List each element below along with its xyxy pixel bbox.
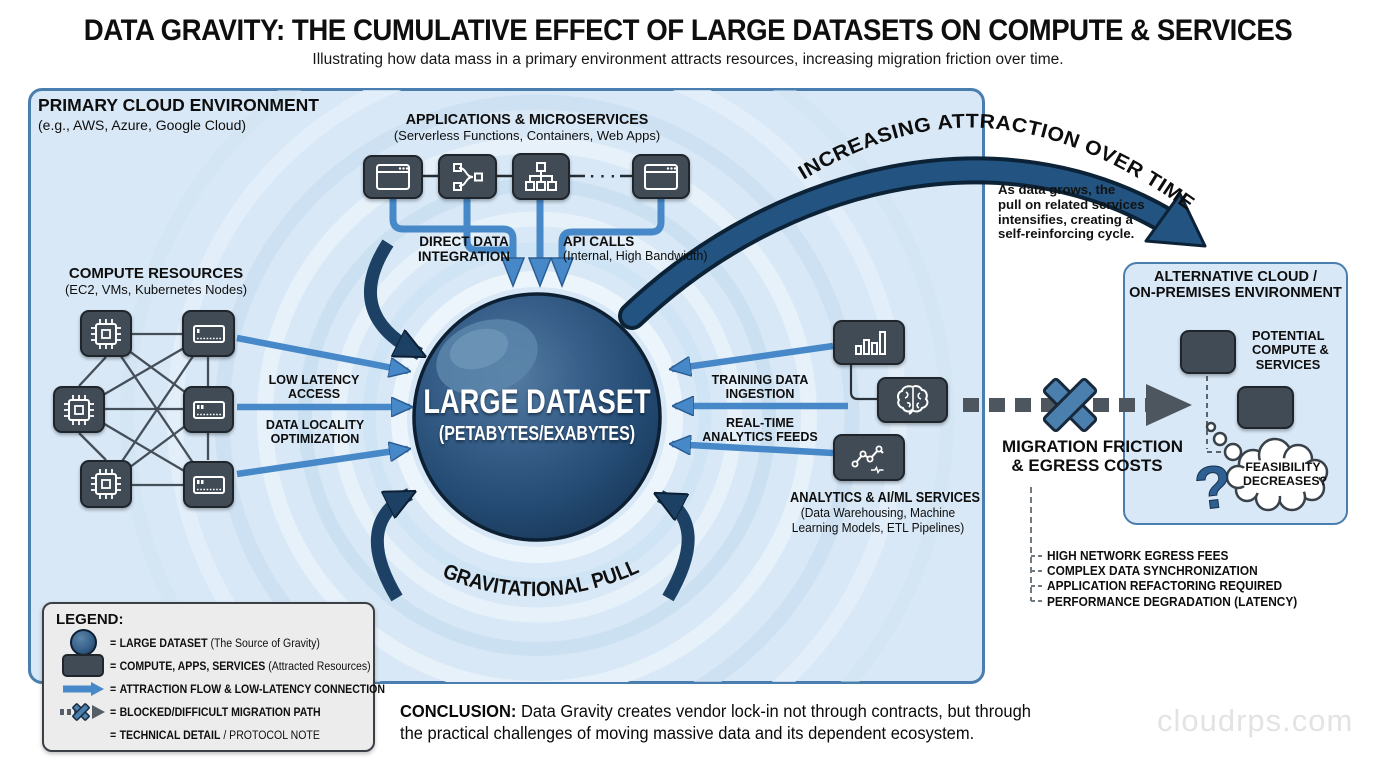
conclusion-label: CONCLUSION: <box>400 701 517 721</box>
page-title: DATA GRAVITY: THE CUMULATIVE EFFECT OF L… <box>83 14 1293 47</box>
compute-box-cpu-2 <box>53 386 105 433</box>
legend-item-compute: =COMPUTE, APPS, SERVICES (Attracted Reso… <box>56 654 371 677</box>
compute-subtitle: (EC2, VMs, Kubernetes Nodes) <box>64 281 248 297</box>
gravity-claw-arrows <box>363 239 695 602</box>
app-box-webapp-1 <box>363 155 423 199</box>
dataset-title: LARGE DATASET <box>423 383 651 421</box>
migration-issue: PERFORMANCE DEGRADATION (LATENCY) <box>1047 594 1298 609</box>
question-mark: ? <box>1191 452 1236 523</box>
migration-issue: APPLICATION REFACTORING REQUIRED <box>1047 579 1283 594</box>
compute-title: COMPUTE RESOURCES <box>68 265 244 282</box>
applications-header: APPLICATIONS & MICROSERVICES (Serverless… <box>377 111 677 144</box>
large-dataset-sphere <box>412 292 662 542</box>
alt-compute-box-2 <box>1237 386 1294 429</box>
services-title: ANALYTICS & AI/ML SERVICES <box>790 490 981 506</box>
potential-compute-label: POTENTIAL COMPUTE & SERVICES <box>1252 328 1329 372</box>
page-subtitle: Illustrating how data mass in a primary … <box>312 51 1064 68</box>
service-box-aiml <box>877 377 948 423</box>
sitemap-icon <box>525 161 557 191</box>
browser-icon <box>644 163 678 190</box>
app-connectors: · · · <box>423 167 632 186</box>
thought-bubble <box>1205 421 1329 512</box>
realtime-analytics-label: REAL-TIME ANALYTICS FEEDS <box>702 416 818 445</box>
blocked-x-icon <box>1042 377 1098 433</box>
api-calls-label: API CALLS (Internal, High Bandwidth) <box>563 234 708 263</box>
dataset-label: LARGE DATASET (PETABYTES/EXABYTES) <box>387 383 687 446</box>
arrow-swatch-icon <box>63 681 104 696</box>
primary-env-subtitle: (e.g., AWS, Azure, Google Cloud) <box>38 117 247 133</box>
low-latency-label: LOW LATENCY ACCESS <box>268 373 360 402</box>
sphere-swatch-icon <box>69 629 97 656</box>
bar-chart-icon <box>855 330 886 355</box>
alt-compute-box-1 <box>1180 330 1236 374</box>
legend-title: LEGEND: <box>56 611 124 628</box>
server-icon <box>192 400 225 419</box>
watermark: cloudrps.com <box>1157 703 1354 738</box>
migration-issues-list: HIGH NETWORK EGRESS FEES COMPLEX DATA SY… <box>1047 549 1297 610</box>
data-pipes <box>389 199 665 260</box>
feasibility-label: FEASIBILITY DECREASES? <box>1243 460 1328 488</box>
pipe-arrowheads <box>500 257 575 289</box>
migration-arrow <box>963 377 1192 433</box>
line-chart-icon <box>851 445 884 474</box>
legend-item-blocked: =BLOCKED/DIFFICULT MIGRATION PATH <box>56 700 363 723</box>
workflow-icon <box>452 162 483 191</box>
chip-icon <box>91 469 121 499</box>
service-box-etl <box>833 434 905 481</box>
legend-item-technical: =TECHNICAL DETAIL / PROTOCOL NOTE <box>110 727 320 742</box>
server-icon <box>192 475 225 494</box>
service-box-connector <box>849 365 877 401</box>
migration-friction-title: MIGRATION FRICTION & EGRESS COSTS <box>1002 437 1183 476</box>
applications-title: APPLICATIONS & MICROSERVICES <box>405 111 649 128</box>
legend-item-dataset: =LARGE DATASET (The Source of Gravity) <box>56 629 363 656</box>
app-box-microservices <box>512 153 570 200</box>
attraction-arrows-left <box>236 334 410 478</box>
compute-box-server-2 <box>183 386 234 433</box>
compute-box-cpu-1 <box>80 310 132 357</box>
chip-icon <box>91 318 121 349</box>
services-header: ANALYTICS & AI/ML SERVICES (Data Warehou… <box>790 490 981 536</box>
app-box-webapp-2 <box>632 154 690 199</box>
attraction-arrows-right <box>672 342 848 457</box>
applications-subtitle: (Serverless Functions, Containers, Web A… <box>393 127 661 143</box>
training-data-label: TRAINING DATA INGESTION <box>711 373 809 402</box>
migration-issue: HIGH NETWORK EGRESS FEES <box>1047 549 1229 563</box>
compute-box-server-3 <box>183 461 234 508</box>
conclusion: CONCLUSION: Data Gravity creates vendor … <box>400 701 1031 743</box>
service-box-analytics <box>833 320 905 365</box>
box-swatch-icon <box>62 654 104 677</box>
migration-issue: COMPLEX DATA SYNCHRONIZATION <box>1047 564 1258 579</box>
server-icon <box>192 324 225 343</box>
primary-env-title: PRIMARY CLOUD ENVIRONMENT <box>38 95 319 115</box>
attraction-note: As data grows, the pull on related servi… <box>998 182 1145 242</box>
legend-item-attraction: =ATTRACTION FLOW & LOW-LATENCY CONNECTIO… <box>56 677 385 700</box>
app-box-pipeline <box>438 154 497 199</box>
issues-connector <box>1030 487 1045 602</box>
brain-icon <box>896 385 928 415</box>
primary-env-header: PRIMARY CLOUD ENVIRONMENT (e.g., AWS, Az… <box>38 95 319 133</box>
compute-box-server-1 <box>182 310 235 357</box>
data-locality-label: DATA LOCALITY OPTIMIZATION <box>265 418 365 447</box>
compute-box-cpu-3 <box>80 460 132 508</box>
alternative-header: ALTERNATIVE CLOUD / ON-PREMISES ENVIRONM… <box>1129 269 1342 302</box>
ellipsis-connector: · · · <box>590 167 616 186</box>
compute-header: COMPUTE RESOURCES (EC2, VMs, Kubernetes … <box>56 265 256 298</box>
browser-icon <box>376 164 410 190</box>
dataset-subtitle: (PETABYTES/EXABYTES) <box>438 423 636 445</box>
direct-data-integration-label: DIRECT DATA INTEGRATION <box>418 234 510 265</box>
blocked-arrow-swatch-icon <box>60 702 105 721</box>
legend: LEGEND: =LARGE DATASET (The Source of Gr… <box>42 602 385 752</box>
chip-icon <box>64 394 94 425</box>
